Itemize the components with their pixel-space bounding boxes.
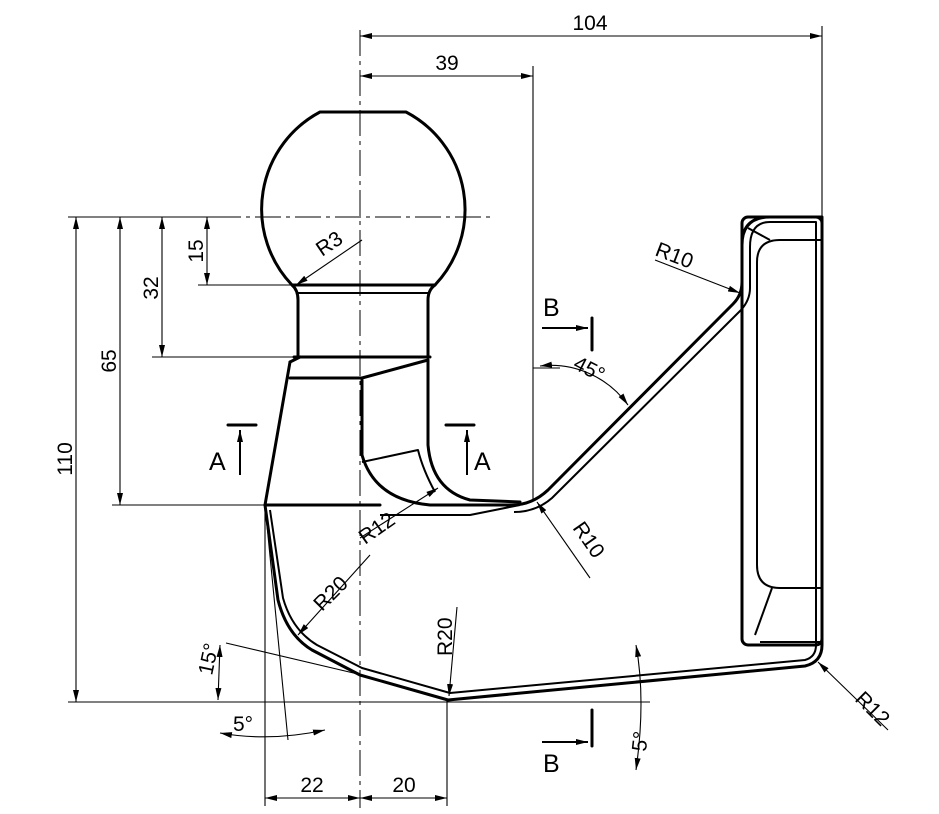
hook-top-chamfer — [288, 355, 302, 364]
hook-outer-contour — [263, 215, 824, 702]
mounting-plate-recess — [756, 239, 822, 589]
angle-5-left-ext — [264, 504, 289, 741]
dim-15-text: 15 — [185, 239, 208, 262]
angle-15-arc — [215, 644, 223, 701]
angle-45-arc — [539, 361, 629, 406]
radius-r20-bottom-text: R20 — [434, 617, 457, 656]
dim-65-text: 65 — [98, 349, 121, 372]
radius-r20-outer-text: R20 — [309, 572, 353, 616]
tow-ball — [260, 110, 467, 287]
mounting-plate — [740, 215, 824, 647]
ball-neck — [290, 283, 437, 359]
dim-39-text: 39 — [435, 52, 458, 75]
section-b-top-label: B — [543, 294, 560, 322]
angle-5-right-arc — [634, 644, 642, 771]
hook-inner-facet — [361, 449, 436, 493]
plate-chamfer-top — [747, 227, 771, 241]
leader-r12-plate — [817, 661, 889, 731]
angle-15-ext — [225, 642, 363, 676]
radius-r12-plate-text: R12 — [850, 687, 894, 731]
dim-22-text: 22 — [300, 774, 323, 797]
hook-shoulder-edge — [360, 358, 430, 380]
leader-r10-upper — [654, 259, 741, 294]
radius-r10-upper-text: R10 — [652, 238, 696, 273]
angle-5-left-arc — [219, 729, 326, 739]
section-b-bottom-label: B — [543, 750, 560, 778]
angle-45-text: 45° — [570, 352, 609, 387]
leader-r10-lower — [536, 501, 591, 579]
section-a-right-label: A — [474, 448, 491, 476]
section-a-left-label: A — [209, 448, 226, 476]
hook-inner-curve — [426, 358, 522, 504]
leader-r12-inner — [359, 487, 439, 539]
leader-r3 — [295, 239, 363, 286]
dim-104-text: 104 — [572, 12, 607, 35]
dim-20-text: 20 — [392, 774, 415, 797]
dim-32-text: 32 — [140, 276, 163, 299]
leader-r20-bottom — [447, 606, 458, 697]
radius-r3-text: R3 — [312, 227, 347, 261]
plate-chamfer-bottom — [754, 587, 773, 636]
hook-inner-contour — [269, 221, 817, 694]
dim-110-text: 110 — [54, 442, 77, 475]
angle-5-left-text: 5° — [233, 713, 253, 736]
leader-r20-outer — [297, 554, 371, 636]
angle-5-right-text: 5° — [628, 730, 653, 752]
